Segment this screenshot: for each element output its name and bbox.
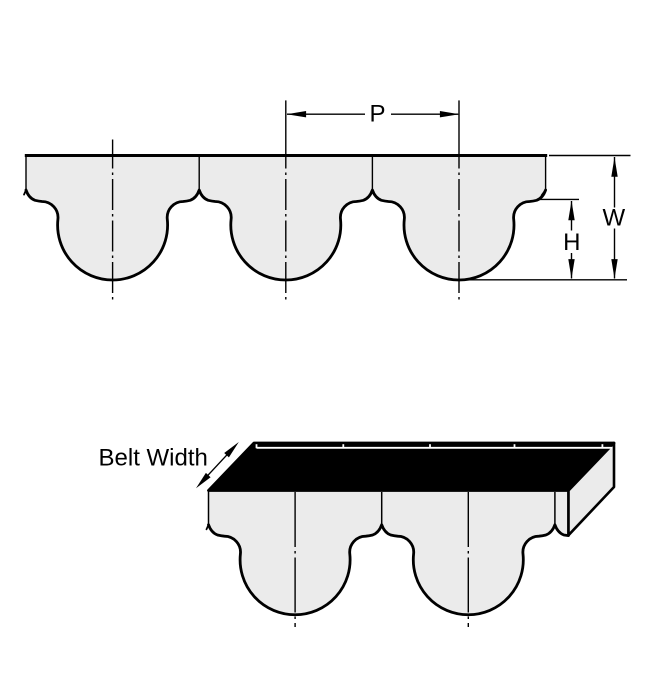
svg-text:H: H — [563, 229, 580, 256]
svg-text:W: W — [602, 205, 625, 232]
svg-text:Belt Width: Belt Width — [99, 444, 208, 471]
svg-text:P: P — [369, 101, 385, 128]
